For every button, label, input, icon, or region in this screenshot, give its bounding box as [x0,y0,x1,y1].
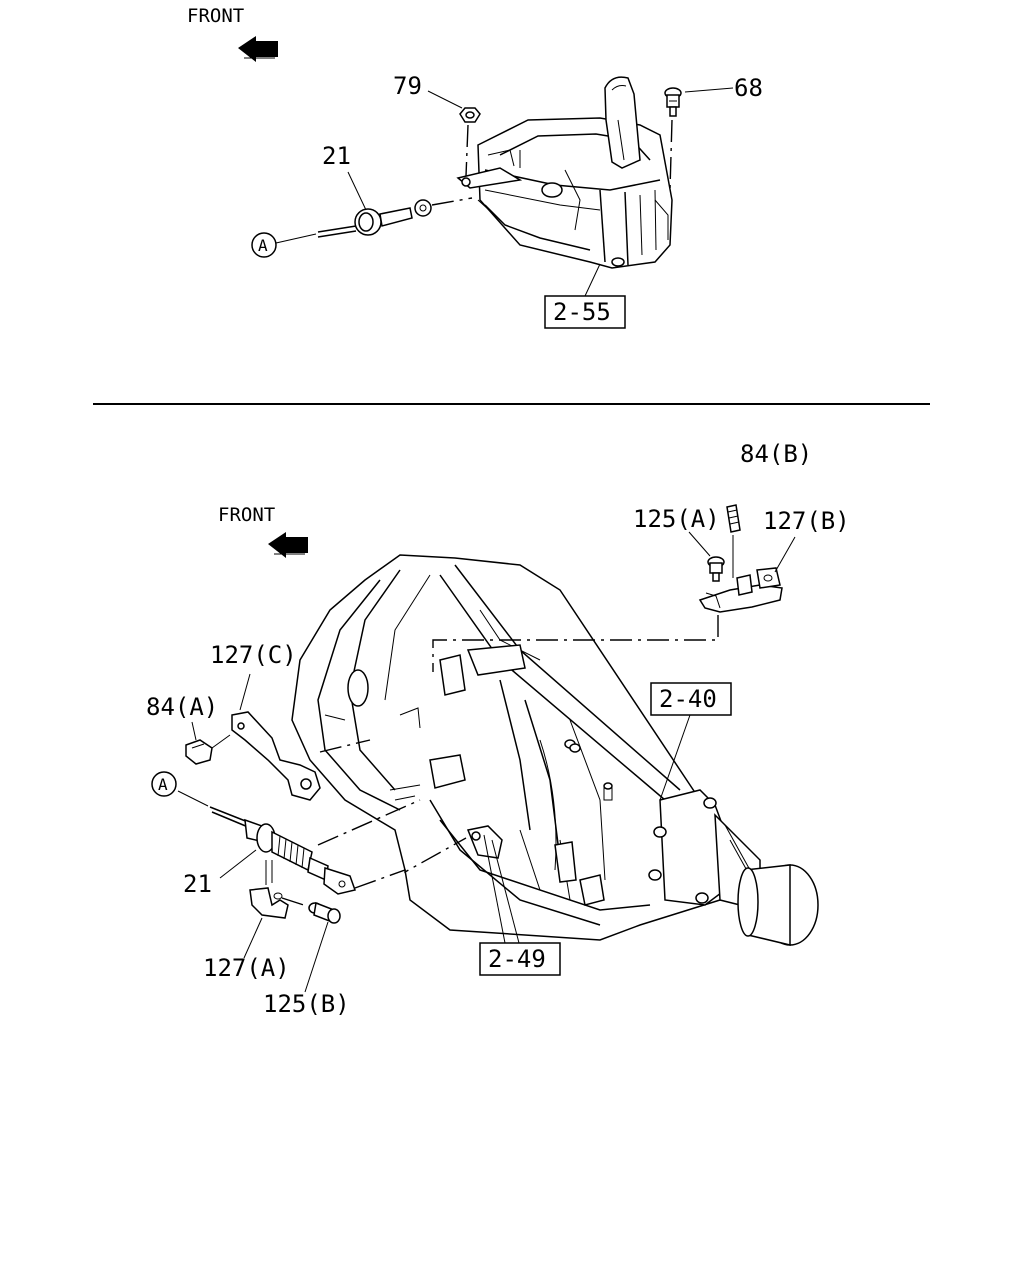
boxed-ref-2-40 [650,682,732,716]
cable-end-21 [317,199,432,238]
cable-21 [209,806,356,895]
boxed-ref-2-49 [479,942,561,976]
bottom-front-arrow-icon [268,532,308,558]
nut-79 [459,107,481,123]
callout-127b: 127(B) [763,507,850,535]
boxed-ref-2-40-label: 2-40 [659,685,717,713]
bottom-section: FRONT [146,440,850,1018]
clip-84b [726,504,753,596]
bolt-125b [308,901,341,924]
callout-21-top: 21 [322,142,351,170]
callout-68: 68 [734,74,763,102]
boxed-ref-2-55 [544,295,626,329]
bracket-127a [249,860,289,919]
top-front-label: FRONT [187,5,244,27]
callout-21-bottom: 21 [183,870,212,898]
shift-lever-housing [456,76,673,269]
boxed-ref-2-49-label: 2-49 [488,945,546,973]
callout-127a: 127(A) [203,954,290,982]
callout-84b: 84(B) [740,440,812,468]
transmission-assembly [291,554,819,946]
circle-ref-a-bottom-label: A [158,775,168,794]
bolt-125a [707,556,725,582]
top-front-arrow-icon [238,36,278,62]
callout-84a: 84(A) [146,693,218,721]
top-section: FRONT [187,5,763,329]
circle-ref-a-top-label: A [258,236,268,255]
callout-127c: 127(C) [210,641,297,669]
circle-ref-a-bottom [151,771,177,797]
circle-ref-a-top [251,232,277,258]
clip-84a [185,734,231,765]
boxed-ref-2-55-label: 2-55 [553,298,611,326]
callout-125b: 125(B) [263,990,350,1018]
bolt-68 [664,87,682,117]
callout-79: 79 [393,72,422,100]
callout-125a: 125(A) [633,505,720,533]
bottom-front-label: FRONT [218,504,275,526]
bracket-127c [231,711,321,801]
